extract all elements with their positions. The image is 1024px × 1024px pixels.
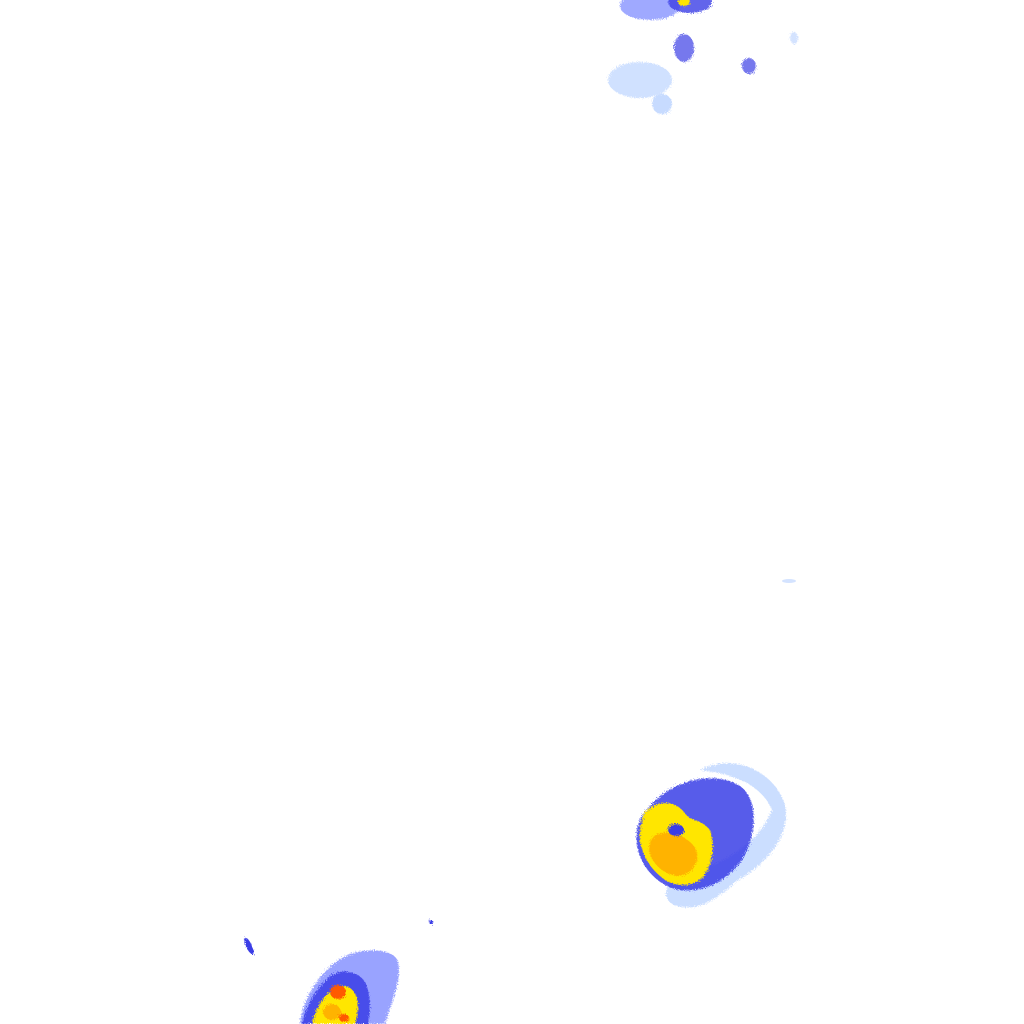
echo-area-moderate xyxy=(742,58,756,74)
radar-echo-speck xyxy=(782,579,796,583)
echo-area-moderate xyxy=(674,34,694,62)
radar-echo-lower-right xyxy=(636,763,787,908)
echo-area-very-light xyxy=(652,94,672,114)
echo-area-very-light xyxy=(790,32,798,44)
echo-area-moderate xyxy=(244,937,254,955)
echo-area-heavy xyxy=(678,0,690,6)
echo-area-very-light xyxy=(608,62,672,98)
echo-area-intense xyxy=(339,1014,349,1022)
echo-area-very-light xyxy=(782,579,796,583)
echo-area-light xyxy=(620,0,680,20)
echo-area-moderate xyxy=(429,920,433,924)
echo-area-moderate xyxy=(668,824,684,836)
echo-area-very-heavy xyxy=(323,1004,341,1020)
radar-echo-top-cluster xyxy=(608,0,798,114)
echo-area-intense xyxy=(330,985,346,999)
radar-echo-bottom-left xyxy=(244,920,433,1024)
echo-area-very-heavy xyxy=(648,832,698,876)
